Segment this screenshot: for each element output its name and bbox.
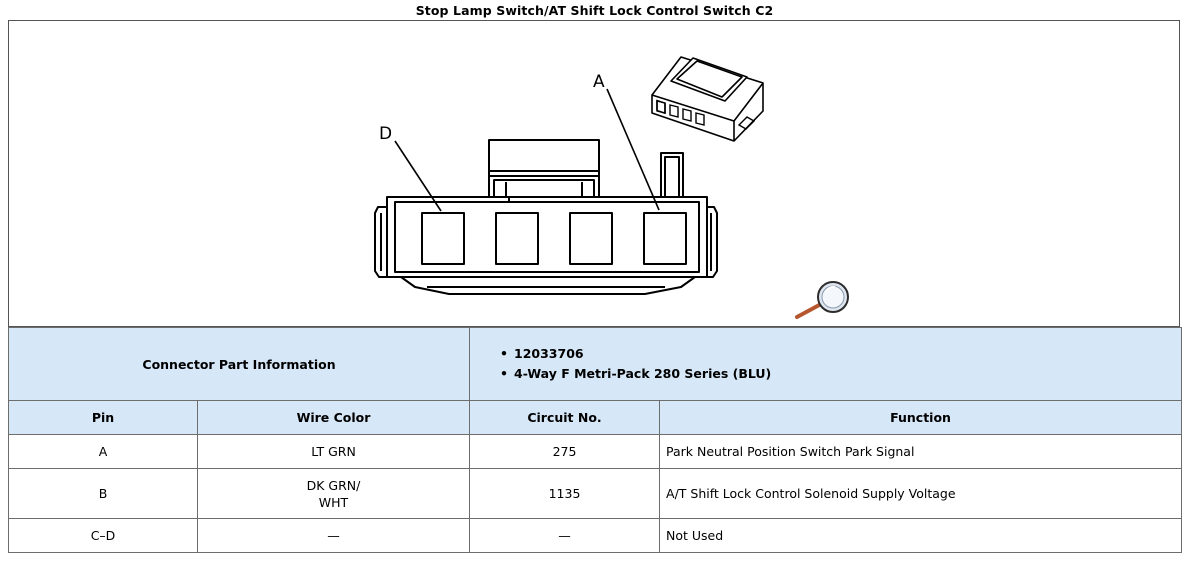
pin-label-d: D (379, 124, 392, 144)
leader-line-a (606, 88, 660, 211)
circuit-cell: 1135 (469, 468, 661, 519)
connector-isometric-view (651, 56, 764, 142)
connector-diagram: D A (8, 20, 1180, 327)
wire-color-cell: — (196, 518, 471, 553)
table-row: B DK GRN/ WHT 1135 A/T Shift Lock Contro… (8, 468, 1183, 519)
part-info-item: •12033706 (500, 344, 1175, 364)
connector-drawing: D A (374, 56, 849, 319)
part-info-row: Connector Part Information •12033706 •4-… (7, 327, 1183, 401)
pin-cavity-a (643, 212, 687, 265)
wire-color-cell: LT GRN (196, 434, 471, 469)
table-row: C–D — — Not Used (8, 518, 1183, 553)
function-cell: Park Neutral Position Switch Park Signal (659, 434, 1183, 469)
header-wire-color: Wire Color (196, 400, 471, 435)
wire-color-cell: DK GRN/ WHT (196, 468, 471, 519)
pin-cavity-d (421, 212, 465, 265)
magnifier-icon[interactable] (795, 281, 849, 319)
pin-cavity-c (495, 212, 539, 265)
pin-cell: B (8, 468, 198, 519)
function-cell: Not Used (659, 518, 1183, 553)
header-pin: Pin (8, 400, 198, 435)
connector-latch (488, 139, 600, 197)
page-title: Stop Lamp Switch/AT Shift Lock Control S… (415, 3, 774, 18)
pin-cell: C–D (8, 518, 198, 553)
header-circuit-no: Circuit No. (469, 400, 661, 435)
part-info-list: •12033706 •4-Way F Metri-Pack 280 Series… (476, 344, 1175, 384)
bullet-icon: • (500, 366, 509, 381)
table-row: A LT GRN 275 Park Neutral Position Switc… (8, 434, 1183, 469)
connector-info-table: Connector Part Information •12033706 •4-… (7, 327, 1183, 553)
part-info-item: •4-Way F Metri-Pack 280 Series (BLU) (500, 364, 1175, 384)
part-info-list-cell: •12033706 •4-Way F Metri-Pack 280 Series… (469, 327, 1183, 401)
header-function: Function (659, 400, 1183, 435)
table-header-row: Pin Wire Color Circuit No. Function (8, 400, 1183, 435)
pin-cavity-b (569, 212, 613, 265)
pin-label-a: A (593, 72, 605, 92)
circuit-cell: — (469, 518, 661, 553)
connector-post (660, 152, 684, 197)
circuit-cell: 275 (469, 434, 661, 469)
function-cell: A/T Shift Lock Control Solenoid Supply V… (659, 468, 1183, 519)
connector-isometric-slots (656, 100, 756, 130)
part-info-label: Connector Part Information (7, 327, 471, 401)
connector-housing (374, 196, 718, 295)
leader-line-d (394, 140, 442, 212)
bullet-icon: • (500, 346, 509, 361)
pin-cell: A (8, 434, 198, 469)
